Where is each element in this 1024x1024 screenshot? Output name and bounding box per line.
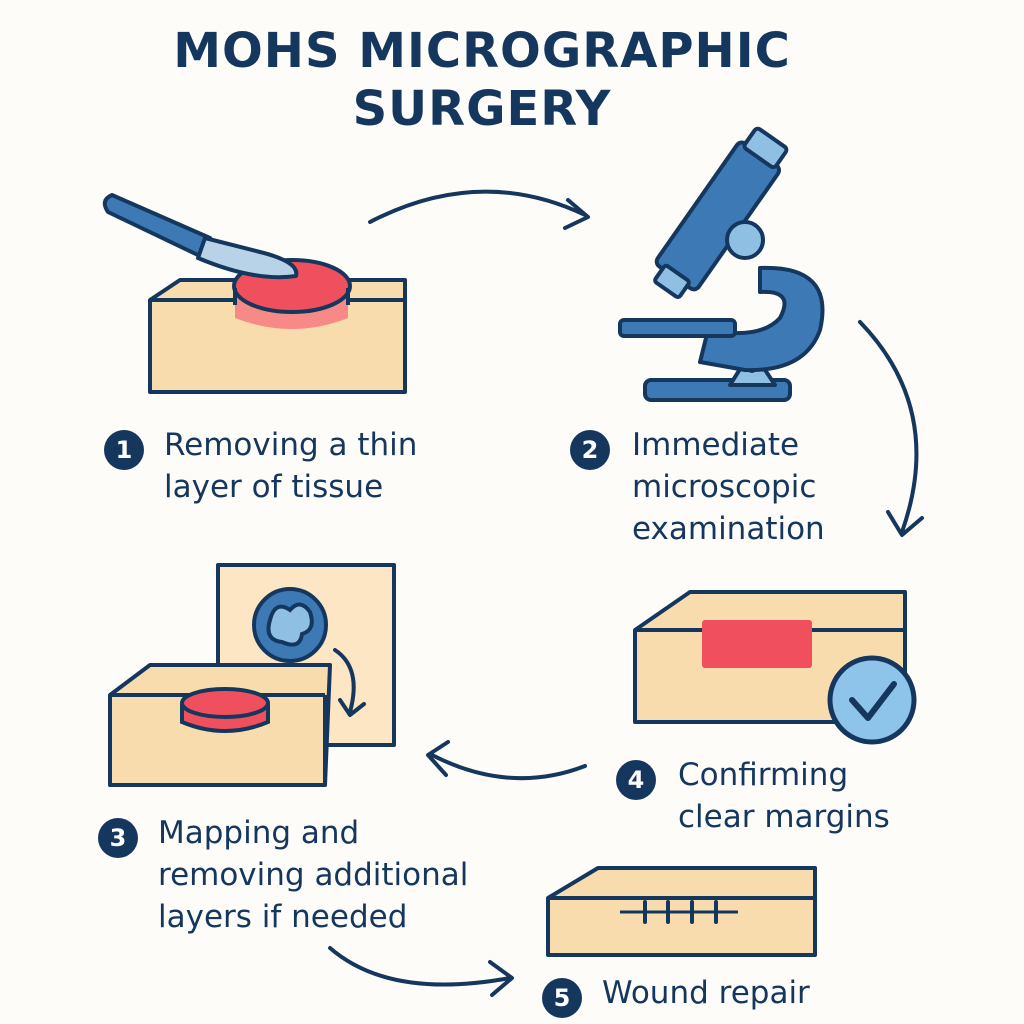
step-5-line-1: Wound repair [602, 975, 810, 1011]
step-2-label: Immediate microscopic examination [632, 424, 932, 550]
arrow-1-to-2-icon [368, 189, 590, 230]
step-2-line-1: Immediate [632, 427, 800, 463]
title-line-1: MOHS MICROGRAPHIC [173, 23, 791, 79]
step-2-badge: 2 [570, 430, 610, 470]
arrow-4-to-3-icon [426, 740, 587, 781]
step-4-line-2: clear margins [678, 799, 890, 835]
sutured-wound-icon [546, 866, 817, 957]
step-3-line-2: removing additional [158, 857, 469, 893]
step-4-label: Confirming clear margins [678, 754, 978, 838]
title-line-2: SURGERY [352, 81, 612, 137]
step-1-label: Removing a thin layer of tissue [164, 424, 494, 508]
step-1-line-1: Removing a thin [164, 427, 418, 463]
step-3-badge: 3 [98, 818, 138, 858]
step-5-label: Wound repair [602, 972, 902, 1014]
step-1-line-2: layer of tissue [164, 469, 384, 505]
step-3-line-3: layers if needed [158, 899, 408, 935]
tissue-map-icon [108, 563, 396, 787]
scalpel-on-skin-block-icon [102, 193, 407, 394]
arrow-3-to-5-icon [328, 946, 514, 997]
step-4-badge: 4 [616, 760, 656, 800]
microscope-icon [618, 126, 825, 402]
arrow-2-to-4-icon [858, 320, 924, 537]
step-2-line-3: examination [632, 511, 825, 547]
step-4-line-1: Confirming [678, 757, 849, 793]
step-5-badge: 5 [542, 978, 582, 1018]
step-3-label: Mapping and removing additional layers i… [158, 812, 538, 938]
step-3-line-1: Mapping and [158, 815, 360, 851]
checkmark-skin-block-icon [633, 590, 917, 745]
step-1-badge: 1 [104, 430, 144, 470]
step-2-line-2: microscopic [632, 469, 817, 505]
page-title: MOHS MICROGRAPHIC SURGERY [0, 22, 964, 138]
